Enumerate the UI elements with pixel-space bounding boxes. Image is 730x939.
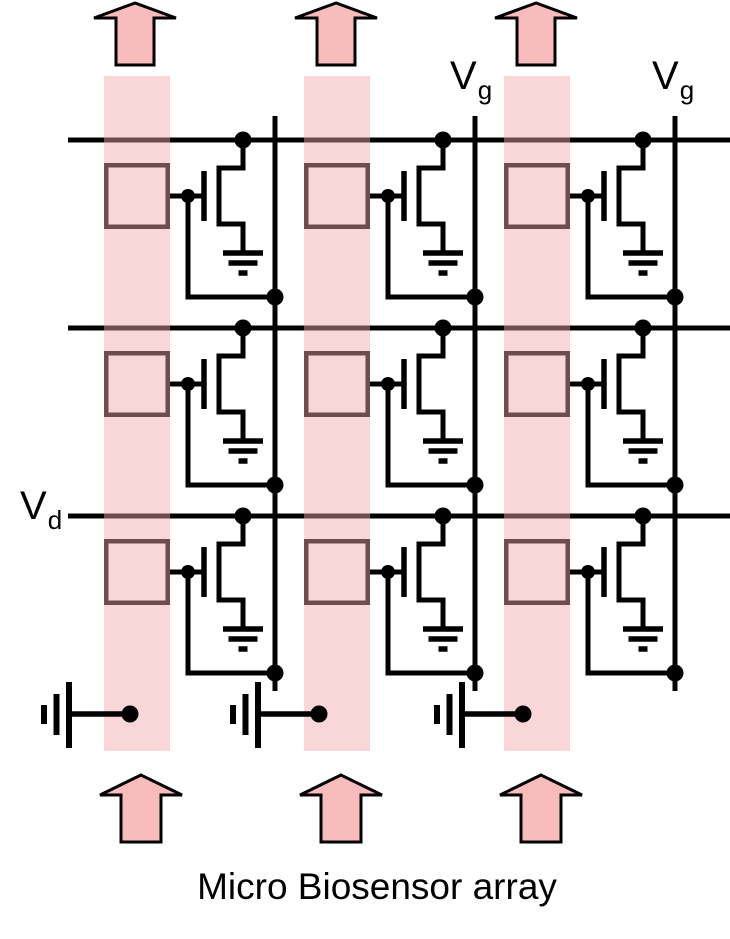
- vg-base: V: [652, 54, 679, 98]
- flow-up-arrow-icon: [493, 1, 579, 67]
- analyte-channel-layer: [104, 76, 570, 751]
- vg-base: V: [450, 54, 477, 98]
- vd-base: V: [20, 484, 47, 528]
- analyte-channel-stripe: [104, 76, 170, 751]
- flow-up-arrow-icon: [293, 1, 379, 67]
- diagram-caption: Micro Biosensor array: [197, 866, 557, 907]
- gate-voltage-label: Vg: [652, 54, 694, 103]
- analyte-channel-stripe: [304, 76, 370, 751]
- flow-up-arrow-icon: [498, 773, 584, 844]
- circuit-layer: [68, 116, 730, 691]
- gate-voltage-label: Vg: [450, 54, 492, 103]
- analyte-channel-stripe: [504, 76, 570, 751]
- vg-subscript: g: [679, 75, 695, 105]
- vd-subscript: d: [47, 505, 63, 535]
- vg-subscript: g: [477, 75, 493, 105]
- flow-up-arrow-icon: [298, 773, 384, 844]
- flow-up-arrow-icon: [92, 1, 178, 67]
- drain-voltage-label: Vd: [20, 484, 62, 533]
- flow-up-arrow-icon: [98, 773, 184, 844]
